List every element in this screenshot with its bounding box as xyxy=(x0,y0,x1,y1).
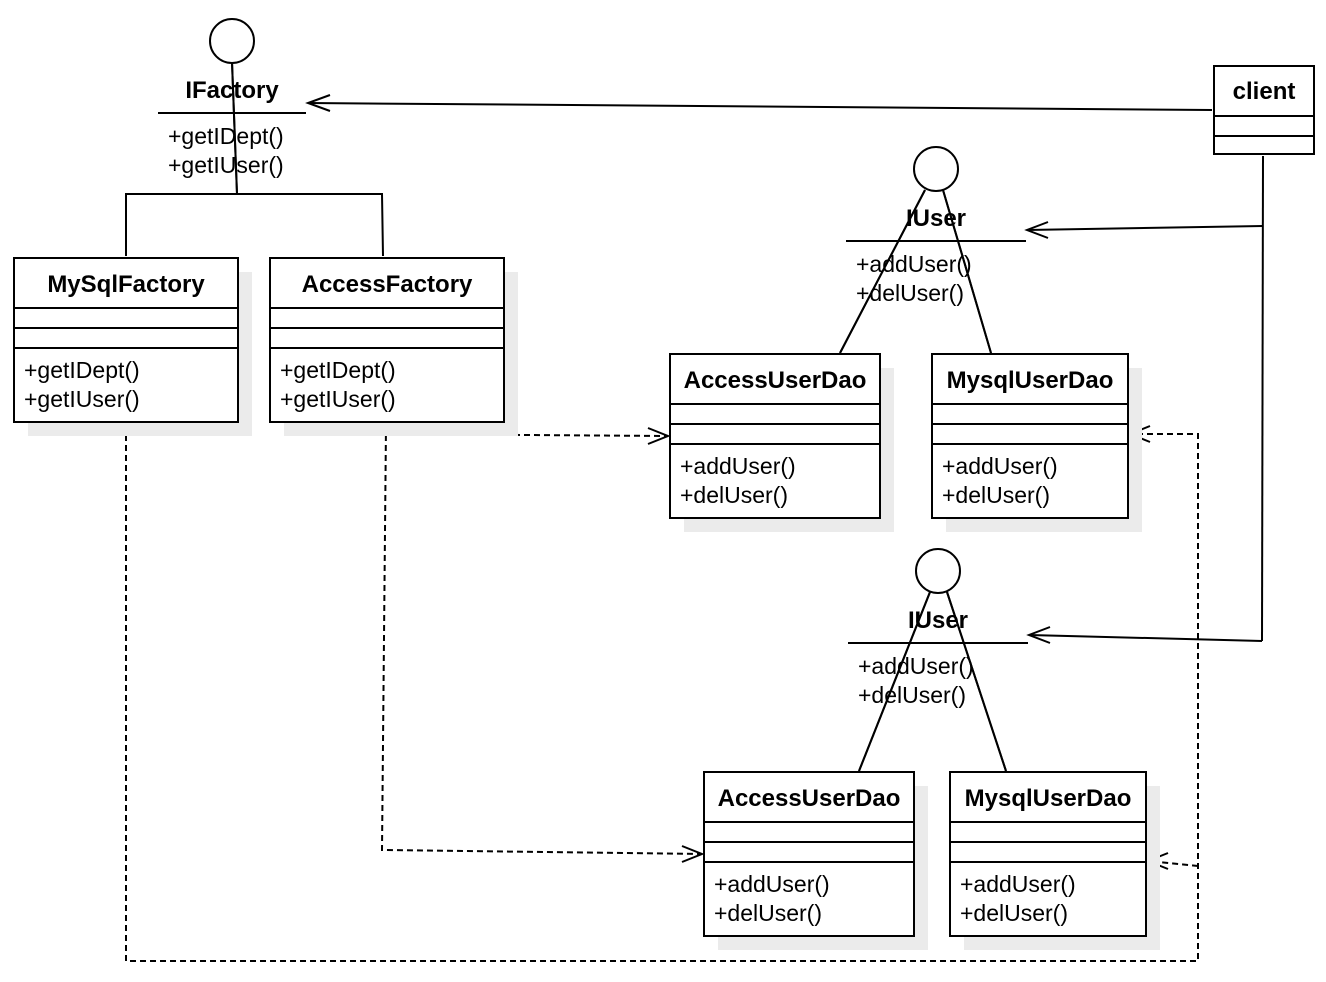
access-user-dao-bottom-box xyxy=(703,771,915,937)
iuser-bottom-interface-icon xyxy=(915,548,961,594)
arrowhead-ifactory xyxy=(305,94,331,112)
iuser-top-interface-icon xyxy=(913,146,959,192)
mysql-factory-class: MySqlFactory +getIDept() +getIUser() xyxy=(13,257,252,436)
iuser-top-left-overlay xyxy=(839,189,926,354)
client-box xyxy=(1213,65,1315,155)
ifactory-name: IFactory xyxy=(185,77,279,104)
mysql-factory-box xyxy=(13,257,239,423)
ifactory-interface-icon xyxy=(209,18,255,64)
mysql-factory-name: MySqlFactory xyxy=(47,271,205,298)
iuser-top-op-2: +delUser() xyxy=(856,280,964,306)
mysql-user-dao-top-class: MysqlUserDao +addUser() +delUser() xyxy=(931,353,1142,532)
iuser-bottom-name: IUser xyxy=(908,607,968,634)
iuser-top-op-1: +addUser() xyxy=(856,251,972,277)
access-factory-class: AccessFactory +getIDept() +getIUser() xyxy=(269,257,518,436)
mysql-user-dao-bottom-box xyxy=(949,771,1147,937)
access-factory-to-access-dao-bottom-dependency xyxy=(380,424,703,855)
ifactory-interface: IFactory +getIDept() +getIUser() xyxy=(158,18,306,195)
iuser-bottom-interface: IUser +addUser() +delUser() xyxy=(848,548,1028,772)
ifactory-op-2: +getIUser() xyxy=(168,152,284,178)
access-factory-box xyxy=(269,257,505,423)
arrowhead-iuser-top xyxy=(1024,221,1049,239)
client-to-ifactory-association xyxy=(307,102,1213,111)
client-to-iuser-bottom-association xyxy=(1028,634,1263,642)
iuser-bottom-op-2: +delUser() xyxy=(858,682,966,708)
mysql-user-dao-bottom-class: MysqlUserDao +addUser() +delUser() xyxy=(949,771,1160,950)
access-factory-op-2: +getIUser() xyxy=(280,386,396,412)
access-factory-name: AccessFactory xyxy=(302,271,473,298)
access-user-dao-top-name: AccessUserDao xyxy=(684,367,867,394)
iuser-top-right-overlay xyxy=(942,189,992,354)
iuser-top-name: IUser xyxy=(906,205,966,232)
ifactory-op-1: +getIDept() xyxy=(168,123,284,149)
access-user-dao-bottom-op-2: +delUser() xyxy=(714,900,822,926)
iuser-bottom-left-overlay xyxy=(858,591,931,772)
access-user-dao-bottom-name: AccessUserDao xyxy=(718,785,901,812)
arrowhead-iuser-bottom xyxy=(1026,626,1051,644)
access-user-dao-top-class: AccessUserDao +addUser() +delUser() xyxy=(669,353,894,532)
access-user-dao-top-box xyxy=(669,353,881,519)
access-user-dao-top-op-1: +addUser() xyxy=(680,453,796,479)
mysql-user-dao-bottom-op-2: +delUser() xyxy=(960,900,1068,926)
client-name: client xyxy=(1233,78,1296,105)
factory-realization-tree xyxy=(125,193,384,257)
mysql-user-dao-bottom-name: MysqlUserDao xyxy=(965,785,1132,812)
mysql-factory-op-1: +getIDept() xyxy=(24,357,140,383)
arrowhead-access-dao-top xyxy=(647,427,671,445)
iuser-top-interface: IUser +addUser() +delUser() xyxy=(839,146,1026,354)
access-user-dao-bottom-op-1: +addUser() xyxy=(714,871,830,897)
access-user-dao-bottom-class: AccessUserDao +addUser() +delUser() xyxy=(703,771,928,950)
mysql-user-dao-top-box xyxy=(931,353,1129,519)
access-user-dao-top-op-2: +delUser() xyxy=(680,482,788,508)
mysql-user-dao-bottom-op-1: +addUser() xyxy=(960,871,1076,897)
mysql-user-dao-top-op-2: +delUser() xyxy=(942,482,1050,508)
client-trunk-line xyxy=(1261,155,1264,642)
arrowhead-access-dao-bottom xyxy=(681,845,705,863)
client-to-iuser-top-association xyxy=(1026,225,1264,231)
ifactory-stem-overlay xyxy=(231,61,238,195)
mysql-user-dao-top-op-1: +addUser() xyxy=(942,453,1058,479)
mysql-user-dao-top-name: MysqlUserDao xyxy=(947,367,1114,394)
iuser-bottom-op-1: +addUser() xyxy=(858,653,974,679)
client-class: client xyxy=(1213,65,1315,155)
mysql-factory-op-2: +getIUser() xyxy=(24,386,140,412)
iuser-bottom-right-overlay xyxy=(946,591,1007,772)
access-factory-op-1: +getIDept() xyxy=(280,357,396,383)
